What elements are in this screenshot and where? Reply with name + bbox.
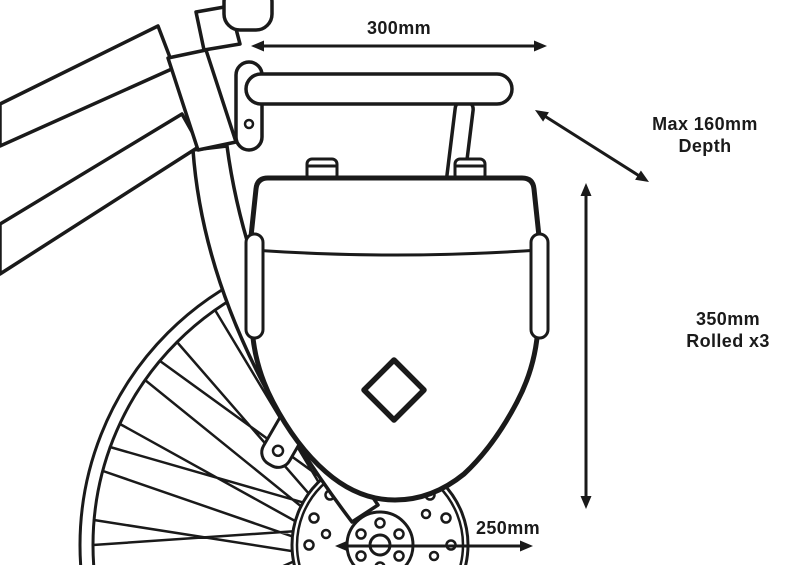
dimension-annotations [251,40,649,552]
label-depth-line2: Depth [679,136,732,156]
dim-depth-arrow [535,110,649,182]
dim-bottom-width-arrow [335,540,533,552]
rotor-bolts [355,517,405,565]
side-rail-left [244,232,265,340]
dimension-labels: 300mm Max 160mm Depth 350mm Rolled x3 25… [367,18,770,538]
side-rail-right [529,232,550,340]
rack-platform-rail [244,72,514,106]
bag-outline [247,175,543,503]
pannier-bag [244,157,550,503]
dim-height-arrow [580,183,592,509]
rolltop-seam [250,248,541,257]
frame [0,0,274,276]
handlebar [222,0,274,32]
dim-top-width-arrow [251,40,547,52]
diamond-outline-logo [361,357,427,423]
label-depth-line1: Max 160mm [652,114,758,134]
front-rack [234,60,514,188]
label-bottom-width: 250mm [476,518,540,538]
label-height-line2: Rolled x3 [686,331,770,351]
top-tube [0,24,176,148]
down-tube [0,112,202,276]
label-top-width: 300mm [367,18,431,38]
label-height-line1: 350mm [696,309,760,329]
rack-mount-bolt [243,118,255,130]
